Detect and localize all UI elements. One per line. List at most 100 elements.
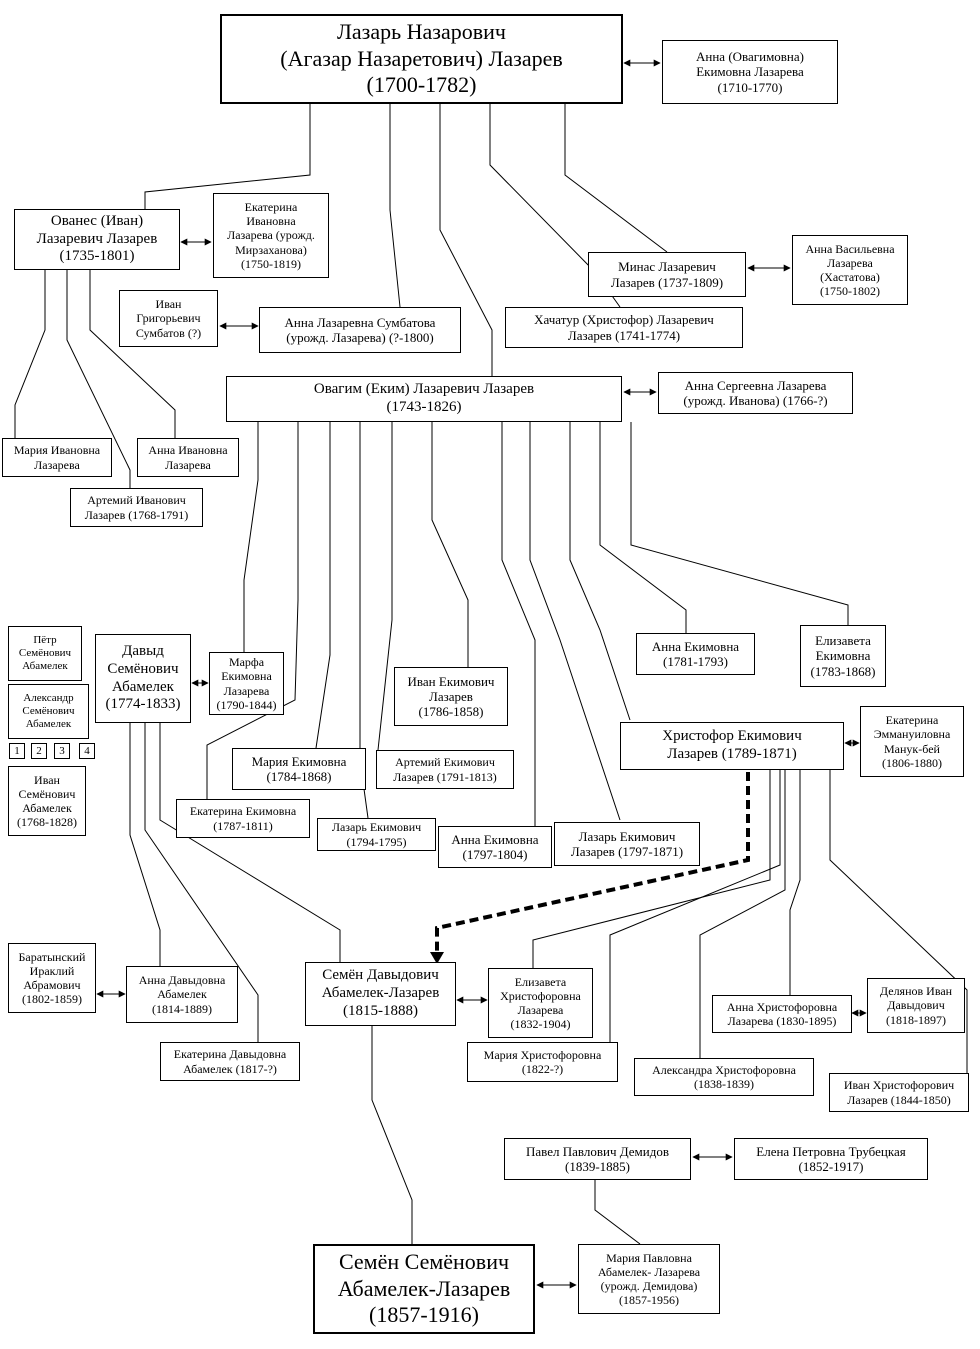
name-line: Абамелек-Лазарев: [321, 985, 440, 1002]
name-line: Екатерина Екимовна: [189, 804, 297, 819]
dates-line: (урожд. Лазарева) (?-1800): [286, 330, 434, 345]
number-marker-4: 4: [79, 743, 95, 759]
name-line: Минас Лазаревич: [618, 259, 716, 275]
number-marker-2: 2: [31, 743, 47, 759]
dates-line: (1768-1828): [17, 815, 77, 830]
name-line: Елена Петровна Трубецкая: [756, 1143, 906, 1159]
line-ovagim-to-marfa: [243, 422, 259, 652]
dates-line: (1806-1880): [882, 755, 942, 770]
name-line: Иван Христофорович: [843, 1078, 955, 1093]
name-line: Анна Екимовна: [651, 638, 740, 654]
dates-line: (1857-1916): [369, 1302, 479, 1328]
dates-line: (1839-1885): [565, 1159, 630, 1174]
person-anna-davydovna: Анна Давыдовна Абамелек (1814-1889): [126, 966, 238, 1023]
name-line: Давыд: [122, 643, 164, 660]
name-line: Лазаревич Лазарев: [36, 230, 158, 247]
dates-line: (1794-1795): [346, 834, 407, 849]
line-ovagim-to-ekaterina: [206, 422, 299, 799]
name-line: Анна Сергеевна Лазарева: [684, 377, 827, 393]
dates-line: (1786-1858): [418, 704, 484, 720]
person-maria-pavlovna: Мария Павловна Абамелек- Лазарева (урожд…: [578, 1244, 720, 1314]
name-line: Семёнович: [18, 647, 72, 660]
person-khachatur: Хачатур (Христофор) Лазаревич Лазарев (1…: [505, 307, 743, 348]
marriage-arrows: [96, 59, 867, 1289]
dates-line: (1818-1897): [886, 1012, 946, 1027]
person-ivan-khristoforovich: Иван Христофорович Лазарев (1844-1850): [829, 1073, 969, 1112]
dates-line: Лазарев (1791-1813): [393, 769, 497, 784]
dates-line: (1832-1904): [510, 1017, 571, 1032]
dates-line: (1790-1844): [216, 697, 277, 712]
dates-line: (1710-1770): [717, 79, 783, 95]
name-line: Александр: [23, 692, 74, 705]
name-line: Лазарева: [223, 683, 270, 698]
person-maria-ivanovna: Мария Ивановна Лазарева: [2, 438, 112, 477]
dates-line: (1743-1826): [386, 399, 462, 415]
dates-line: (1838-1839): [694, 1077, 754, 1091]
name-line: Екатерина: [885, 713, 939, 728]
name-line: Лазарь Екимович: [578, 828, 676, 844]
number-marker-3: 3: [54, 743, 70, 759]
name-line: Абамелек: [22, 801, 72, 815]
descent-lines: [14, 104, 968, 1245]
line-ovanes-to-artemy: [66, 270, 131, 488]
line-david-to-anna: [129, 723, 161, 966]
dates-line: Абамелек (1817-?): [183, 1061, 277, 1076]
line-ovagim-to-khristofor: [569, 422, 631, 721]
line-khristofor-to-ivan: [829, 770, 968, 1073]
name-line: (Агазар Назаретович) Лазарев: [280, 45, 563, 71]
name-line: Артемий Иванович: [87, 493, 186, 508]
name-line: Анна Давыдовна: [138, 973, 226, 988]
name-line: Елизавета: [815, 633, 871, 648]
person-alexandr-abamelek: Александр Семёнович Абамелек: [8, 684, 89, 739]
person-ekaterina-manuk: Екатерина Эммануиловна Манук-бей (1806-1…: [860, 706, 964, 777]
name-line: Семёнович: [18, 786, 76, 801]
person-anna-ekimovna-1781: Анна Екимовна (1781-1793): [636, 633, 755, 675]
name-line: Анна Екимовна: [451, 831, 539, 847]
dates-line: (1783-1868): [810, 663, 876, 679]
person-lazar-ekimovich-1797: Лазарь Екимович Лазарев (1797-1871): [554, 822, 700, 866]
name-line: Абамелек: [112, 678, 174, 695]
name-line: Баратынский: [18, 949, 86, 964]
person-delyanov: Делянов Иван Давыдович (1818-1897): [867, 978, 965, 1033]
person-maria-khristoforovna: Мария Христофоровна (1822-?): [467, 1042, 618, 1082]
name-line: Абамелек: [25, 717, 72, 730]
name-line: Семёнович: [22, 705, 75, 718]
name-line: Павел Павлович Демидов: [526, 1143, 669, 1159]
person-anna-khastatova: Анна Васильевна Лазарева (Хастатова) (17…: [792, 235, 908, 305]
person-ivan-sumbatov: Иван Григорьевич Сумбатов (?): [119, 290, 218, 347]
name-line: Анна Христофоровна: [726, 999, 838, 1014]
line-lazar-to-minas: [564, 104, 668, 253]
name-line: Лазарева (урожд.: [227, 228, 315, 243]
person-minas: Минас Лазаревич Лазарев (1737-1809): [588, 252, 746, 297]
dates-line: Лазарев (1844-1850): [847, 1092, 951, 1107]
name-line: Манук-бей: [884, 741, 940, 756]
name-line: Григорьевич: [136, 311, 201, 326]
name-line: Мария Ивановна: [13, 443, 101, 458]
name-line: Пётр: [33, 634, 57, 647]
person-khristofor: Христофор Екимович Лазарев (1789-1871): [620, 722, 844, 770]
name-line: Александра Христофоровна: [652, 1062, 796, 1077]
person-anna-ovagimovna: Анна (Овагимовна) Екимовна Лазарева (171…: [662, 40, 838, 104]
name-line: Семёнович: [107, 660, 179, 677]
name-line: Елизавета: [514, 974, 567, 989]
line-ovagim-to-maria: [315, 422, 331, 749]
person-pavel-demidov: Павел Павлович Демидов (1839-1885): [504, 1138, 691, 1180]
name-line: Семён Семёнович: [338, 1249, 510, 1275]
dates-line: (1750-1819): [241, 256, 301, 271]
person-marfa: Марфа Екимовна Лазарева (1790-1844): [209, 652, 284, 715]
name-line: Ираклий: [29, 963, 75, 978]
name-line: Абрамович: [23, 978, 81, 992]
person-anna-sergeevna: Анна Сергеевна Лазарева (урожд. Иванова)…: [658, 372, 853, 414]
name-line: Абамелек- Лазарева: [597, 1264, 701, 1279]
line-lazar-to-sumbatova: [389, 104, 401, 308]
name-line: Анна Лазаревна Сумбатова: [284, 314, 436, 330]
name-line: Мария Павловна: [606, 1250, 692, 1265]
name-line: Христофор Екимович: [662, 728, 802, 745]
name-line: Екимовна: [815, 648, 871, 664]
person-maria-ekimovna: Мария Екимовна (1784-1868): [232, 748, 366, 790]
name-line: Екатерина Давыдовна: [173, 1047, 287, 1062]
person-ivan-abamelek: Иван Семёнович Абамелек (1768-1828): [8, 766, 86, 836]
name-line: Иван Екимович: [407, 673, 495, 689]
person-ovagim: Овагим (Еким) Лазаревич Лазарев (1743-18…: [226, 376, 622, 422]
dates-line: (урожд. Иванова) (1766-?): [683, 393, 828, 408]
